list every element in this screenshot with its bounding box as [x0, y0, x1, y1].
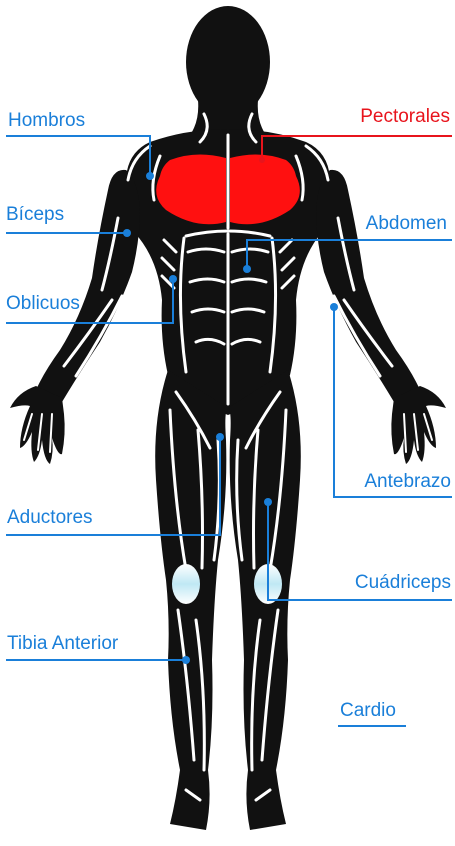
head: [186, 6, 270, 118]
label-aductores[interactable]: Aductores: [7, 507, 93, 528]
label-cuadriceps[interactable]: Cuádriceps: [354, 572, 451, 593]
leader-lines: [6, 135, 452, 727]
arm-left: [36, 169, 140, 402]
leader-dots: [123, 157, 338, 664]
dot-tibia: [182, 656, 190, 664]
dot-pectorales: [259, 157, 265, 163]
leader-antebrazo: [333, 306, 452, 498]
leader-aductores: [6, 438, 221, 536]
dot-oblicuos: [169, 275, 177, 283]
leader-abdomen: [246, 239, 452, 268]
dot-abdomen: [243, 265, 251, 273]
label-cardio[interactable]: Cardio: [340, 700, 396, 721]
label-pectorales[interactable]: Pectorales: [360, 106, 450, 127]
label-oblicuos[interactable]: Oblicuos: [6, 293, 80, 314]
dot-antebrazo: [330, 303, 338, 311]
pectoral-left[interactable]: [156, 154, 226, 225]
pectorales-highlight[interactable]: [156, 154, 300, 225]
arm-right: [316, 169, 420, 402]
muscle-separations: [23, 112, 433, 802]
hand-left: [10, 386, 65, 464]
label-antebrazo[interactable]: Antebrazo: [364, 471, 451, 492]
label-hombros[interactable]: Hombros: [8, 110, 86, 131]
leader-hombros: [6, 135, 151, 176]
dot-cuadriceps: [264, 498, 272, 506]
dot-biceps: [123, 229, 131, 237]
label-abdomen[interactable]: Abdomen: [365, 213, 447, 234]
knee-left: [172, 564, 200, 604]
dot-aductores: [216, 433, 224, 441]
hand-right: [391, 386, 446, 464]
leader-pectorales: [261, 135, 452, 160]
leader-cuadriceps: [267, 502, 452, 601]
label-biceps[interactable]: Bíceps: [6, 204, 65, 225]
label-tibia-anterior[interactable]: Tibia Anterior: [7, 633, 119, 654]
dot-hombros: [146, 172, 154, 180]
leader-oblicuos: [6, 280, 174, 324]
pectoral-right[interactable]: [230, 154, 300, 225]
